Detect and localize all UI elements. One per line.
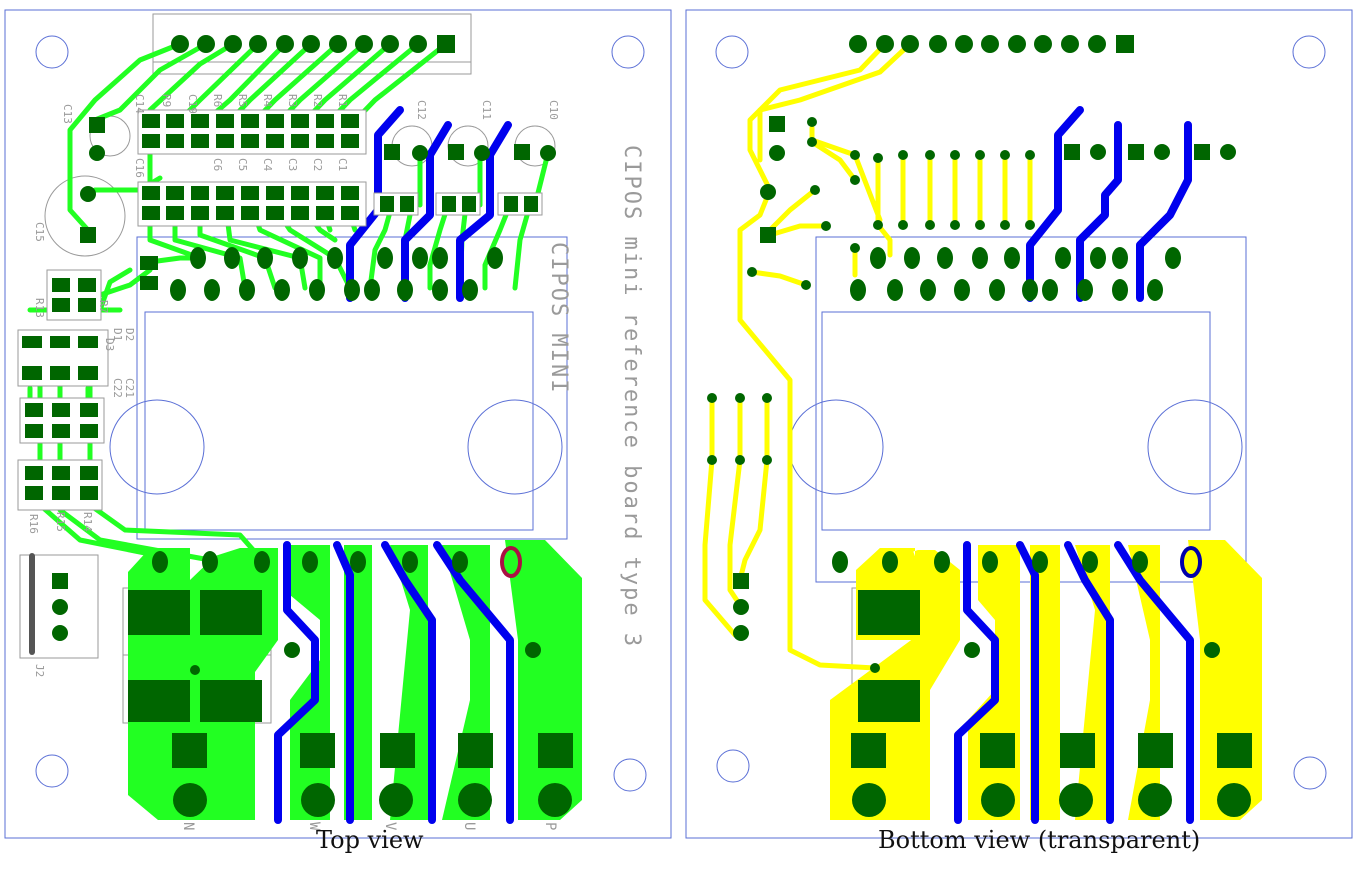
bottom-ic-mount-right <box>1147 399 1243 495</box>
top-ic-pins-lower <box>170 279 478 301</box>
refdes-label: R5 <box>236 94 249 107</box>
bottom-connector-j2 <box>733 573 749 641</box>
bottom-ic-pins-upper <box>870 247 1181 269</box>
refdes-label: R16 <box>27 514 40 534</box>
bottom-mounting-hole <box>1293 756 1327 790</box>
refdes-label: D2 <box>123 328 136 341</box>
bottom-highlight-pin <box>1180 546 1202 578</box>
top-mounting-hole <box>35 754 69 788</box>
bottom-vias <box>707 117 1035 673</box>
top-mounting-hole <box>611 35 645 69</box>
refdes-label: C4 <box>261 158 274 172</box>
refdes-label: R15 <box>54 512 67 532</box>
refdes-label: R3 <box>286 94 299 107</box>
top-power-pads <box>128 551 573 817</box>
refdes-label: R4 <box>261 94 274 108</box>
refdes-label: D3 <box>103 338 116 351</box>
refdes-label: C10 <box>547 100 560 120</box>
refdes-label: R1 <box>336 94 349 107</box>
top-smd-row-1 <box>137 109 367 155</box>
refdes-label: C1 <box>336 158 349 171</box>
refdes-label: R6 <box>211 94 224 107</box>
top-board-outline <box>4 9 672 839</box>
top-ic-mount-right <box>467 399 563 495</box>
refdes-label: R9 <box>160 94 173 107</box>
bottom-mounting-hole <box>1292 35 1326 69</box>
refdes-label: J2 <box>33 664 46 677</box>
refdes-label: C12 <box>415 100 428 120</box>
top-smd-row-2 <box>137 181 367 227</box>
top-mounting-hole <box>35 35 69 69</box>
refdes-label: V <box>382 822 398 831</box>
refdes-label: C22 <box>111 378 124 398</box>
refdes-label: C16 <box>133 158 146 178</box>
refdes-label: D1 <box>111 328 124 341</box>
bottom-view-panel <box>685 9 1353 839</box>
refdes-label: R13 <box>33 298 46 318</box>
refdes-label: C21 <box>123 378 136 398</box>
top-refdes-labels: C14 R9 C19 R6 R5 R4 R3 R2 R1 C12 C11 C10… <box>27 94 560 831</box>
refdes-label: C3 <box>286 158 299 171</box>
top-view-caption: Top view <box>316 826 424 854</box>
bottom-ic-pins-lower <box>850 279 1163 301</box>
refdes-label: C15 <box>33 222 46 242</box>
bottom-board-outline <box>685 9 1353 839</box>
refdes-label: R14 <box>81 512 94 532</box>
top-ic-mount-left <box>109 399 205 495</box>
top-cap-pads <box>80 117 556 243</box>
refdes-label: P <box>542 822 558 830</box>
refdes-label: U <box>461 822 477 830</box>
top-mounting-hole <box>613 758 647 792</box>
refdes-label: W <box>306 822 322 831</box>
top-view-panel: CIPOS mini reference board type 3 CIPOS … <box>4 9 672 839</box>
refdes-label: C6 <box>211 158 224 171</box>
refdes-label: R7 <box>97 300 110 313</box>
top-board-text-2: CIPOS MINI <box>546 242 571 394</box>
top-ic-window <box>144 311 534 531</box>
refdes-label: N <box>180 822 196 830</box>
refdes-label: R2 <box>311 94 324 107</box>
bottom-cap-pads <box>760 116 1236 243</box>
bottom-blue-traces <box>954 106 1194 824</box>
refdes-label: C2 <box>311 158 324 171</box>
bottom-mounting-hole <box>715 35 749 69</box>
bottom-view-caption: Bottom view (transparent) <box>878 826 1201 854</box>
refdes-label: C5 <box>236 158 249 171</box>
top-board-text-1: CIPOS mini reference board type 3 <box>619 145 644 648</box>
bottom-yellow-traces <box>702 41 1033 671</box>
top-ic-pins-upper <box>190 247 503 269</box>
refdes-label: C11 <box>480 100 493 120</box>
bottom-mounting-hole <box>716 749 750 783</box>
bottom-power-pads <box>832 551 1252 817</box>
top-blue-traces <box>274 106 514 824</box>
bottom-ic-window <box>821 311 1211 531</box>
top-left-components <box>17 269 109 511</box>
top-header-pins <box>171 35 455 53</box>
top-connector-j2 <box>29 553 68 655</box>
refdes-label: C13 <box>61 104 74 124</box>
refdes-label: C14 <box>133 94 146 114</box>
refdes-label: C19 <box>186 94 199 114</box>
bottom-ic-mount-left <box>788 399 884 495</box>
top-highlight-pin <box>500 546 522 578</box>
bottom-header-pins <box>849 35 1134 53</box>
top-small-pads <box>140 192 543 290</box>
